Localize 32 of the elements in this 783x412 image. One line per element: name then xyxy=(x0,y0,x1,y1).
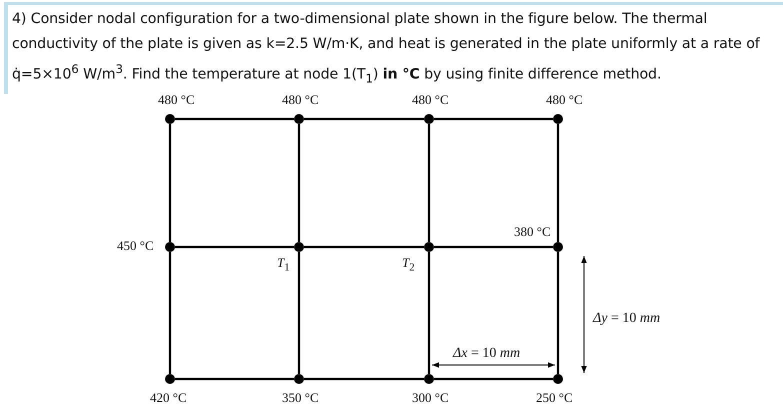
temperature-label: 450 °C xyxy=(117,238,154,254)
grid-line xyxy=(434,118,553,120)
problem-statement: 4) Consider nodal configuration for a two-dimensional plate shown in the figure below. The thermal conductivity of the plate is given as k=2.5 W/m·K, and heat is generated in the plate uniformly at a rate of q̇=5×10$^{6}$ W/m$^{3}$. Find the temperature at node 1(T$_{1}$) in °C by using finite difference method. xyxy=(4,2,783,94)
temperature-label: 300 °C xyxy=(412,390,449,406)
temperature-label: 480 °C xyxy=(158,92,195,108)
grid-line xyxy=(175,378,294,380)
temperature-label: 420 °C xyxy=(150,390,187,406)
grid-line xyxy=(434,246,553,248)
grid-line xyxy=(298,124,300,242)
grid-line xyxy=(428,252,430,374)
grid-line xyxy=(175,118,294,120)
temperature-label: 480 °C xyxy=(412,92,449,108)
grid-line xyxy=(556,124,560,242)
temperature-label: 250 °C xyxy=(536,390,573,406)
temperature-label: 350 °C xyxy=(282,390,319,406)
temperature-label: T$_{1}$ xyxy=(277,255,290,274)
grid-line xyxy=(175,246,294,248)
temperature-label: 480 °C xyxy=(546,92,583,108)
temperature-label: 380 °C xyxy=(514,224,551,240)
grid-line xyxy=(304,378,424,380)
grid-line xyxy=(298,252,300,374)
grid-line xyxy=(304,118,424,120)
temperature-label: T$_{2}$ xyxy=(402,255,415,274)
grid-line xyxy=(168,252,172,374)
dimension-label: Δx = 10 mm xyxy=(453,346,520,362)
dimension-label: Δy = 10 mm xyxy=(593,311,660,327)
grid-line xyxy=(428,124,430,242)
grid-line xyxy=(168,124,172,242)
grid-line xyxy=(556,252,560,374)
grid-line xyxy=(304,246,424,248)
grid-line xyxy=(434,378,553,380)
temperature-label: 480 °C xyxy=(282,92,319,108)
